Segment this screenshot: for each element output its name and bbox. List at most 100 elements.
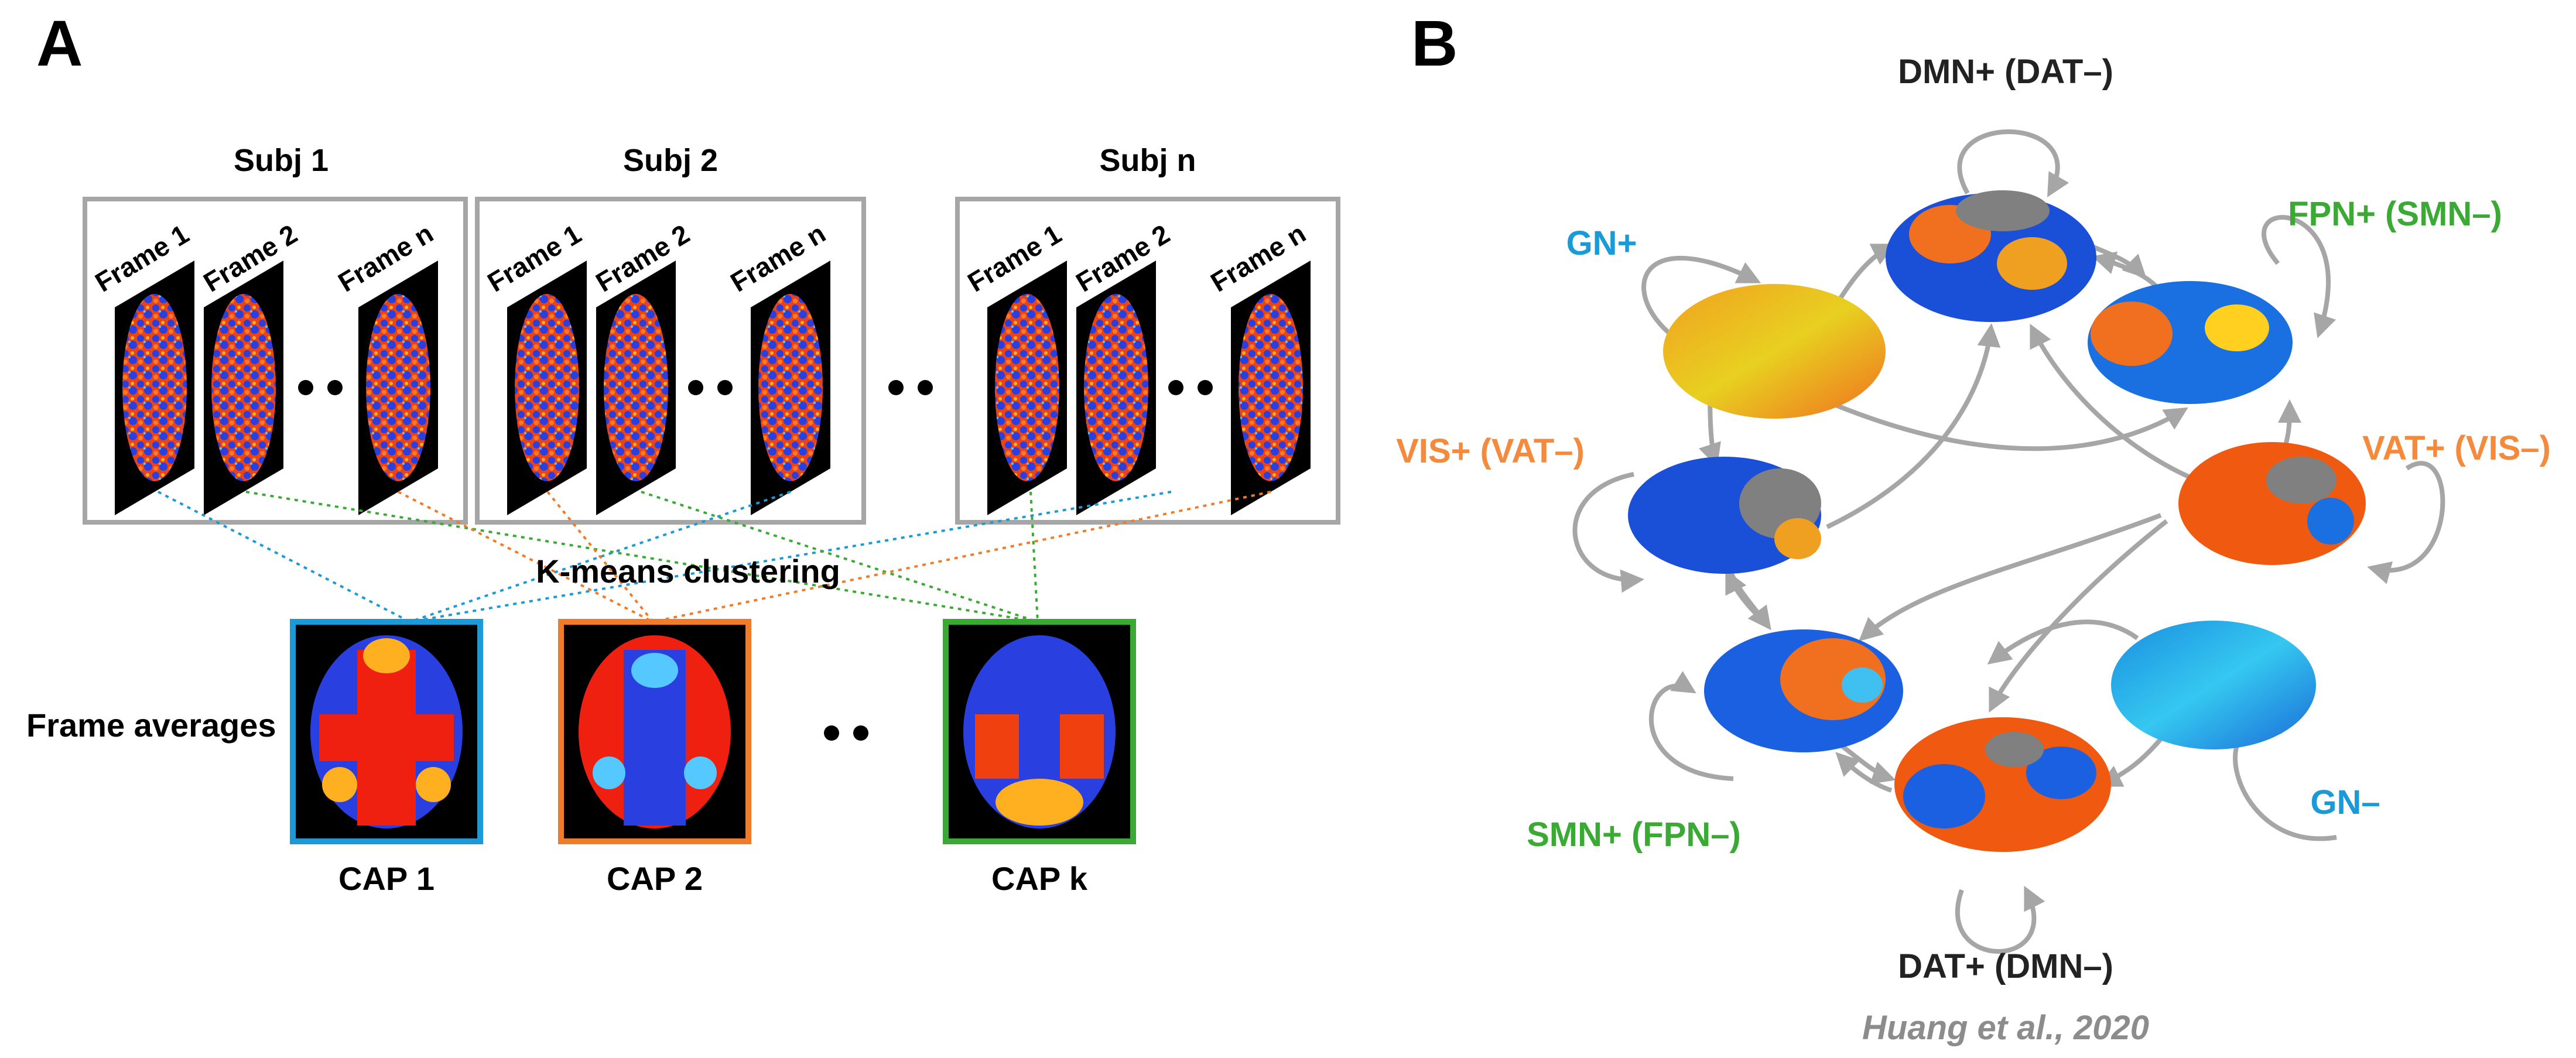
assignment-line-orange	[398, 491, 654, 623]
ellipsis-dot	[853, 725, 868, 741]
frame-slices-subject-1	[115, 261, 438, 515]
self-loop-arrow	[1648, 671, 1734, 781]
cap-brain	[963, 635, 1116, 828]
transition-arrows	[1572, 129, 2445, 954]
brain-vis	[1628, 457, 1821, 574]
brain-fpn-region	[2091, 302, 2173, 366]
brain-gn-minus-shape	[2111, 621, 2316, 749]
frame-brain	[604, 294, 668, 481]
ellipsis-dot	[327, 380, 343, 395]
self-loop-arrow	[2262, 215, 2336, 338]
cap-k-label: CAP k	[991, 860, 1088, 897]
state-label-gn-plus: GN+	[1566, 224, 1637, 262]
assignment-line-green	[245, 491, 1038, 623]
frame-brain	[995, 294, 1059, 481]
clustering-label: K-means clustering	[536, 553, 840, 590]
state-label-dat: DAT+ (DMN–)	[1898, 947, 2113, 985]
assignment-line-green	[1029, 491, 1039, 622]
assignment-line-blue	[409, 491, 791, 623]
brain-vat-region	[2307, 498, 2354, 545]
frame-brain	[122, 294, 187, 481]
transition-arrow	[1859, 513, 2162, 642]
assignment-line-orange	[546, 491, 654, 623]
brain-vat-region	[2266, 457, 2336, 504]
frame-slices-subject-2	[507, 261, 830, 515]
assignment-line-blue	[409, 491, 1172, 623]
state-label-gn-minus: GN–	[2310, 783, 2380, 821]
cap-pattern	[593, 756, 625, 789]
subject-title-2: Subj 2	[623, 143, 718, 178]
panel-b-label: B	[1411, 8, 1458, 80]
transition-arrow	[1987, 619, 2139, 665]
state-label-vat: VAT+ (VIS–)	[2362, 429, 2551, 467]
brain-vis-region	[1774, 518, 1821, 559]
brain-smn-region	[1842, 667, 1883, 703]
ellipsis-dot	[888, 380, 904, 395]
transition-arrow	[1989, 519, 2168, 713]
frame-brain	[1084, 294, 1148, 481]
transition-arrow	[1826, 323, 2001, 529]
cap-k	[943, 619, 1136, 844]
ellipsis-dot	[688, 380, 703, 395]
frame-brain	[366, 294, 430, 481]
frame-brain	[515, 294, 579, 481]
cap-pattern	[363, 638, 410, 673]
transition-arrow	[1835, 752, 1893, 793]
brain-dmn-region	[1956, 190, 2050, 231]
transition-arrow	[1725, 569, 1770, 628]
frame-brain	[1239, 294, 1303, 481]
self-loop-arrow	[1957, 129, 2069, 197]
ellipsis-dot	[1168, 380, 1183, 395]
panel-a-label: A	[36, 8, 83, 80]
subject-box-1	[83, 197, 468, 525]
brain-dmn-region	[1997, 237, 2067, 290]
brain-gn-plus	[1663, 284, 1886, 419]
ellipsis-dot	[1198, 380, 1213, 395]
brain-dat-region	[1903, 764, 1985, 828]
cap-pattern	[975, 714, 1019, 779]
brain-dat-region	[2026, 747, 2096, 799]
transition-arrow	[1837, 741, 1896, 784]
subject-title-3: Subj n	[1100, 143, 1196, 178]
transition-arrow	[2098, 730, 2169, 787]
self-loop-arrow	[1955, 885, 2045, 954]
state-label-vis: VIS+ (VAT–)	[1396, 432, 1585, 470]
brain-fpn	[2088, 281, 2293, 404]
citation: Huang et al., 2020	[1862, 1009, 2149, 1047]
brain-gn-minus	[2111, 621, 2316, 749]
ellipsis-dot	[918, 380, 933, 395]
state-label-smn: SMN+ (FPN–)	[1527, 816, 1741, 854]
cap-1-label: CAP 1	[338, 860, 435, 897]
brain-dat	[1894, 717, 2111, 852]
ellipsis-dot	[717, 380, 733, 395]
ellipsis-dot	[298, 380, 313, 395]
self-loop-arrow	[1572, 472, 1644, 593]
self-loop-arrow	[1641, 255, 1761, 348]
cluster-assignment-lines	[158, 491, 1271, 623]
brain-vat	[2178, 442, 2366, 565]
state-label-fpn: FPN+ (SMN–)	[2288, 195, 2502, 233]
frame-brain	[211, 294, 276, 481]
brain-smn	[1704, 629, 1903, 752]
cap-pattern	[684, 756, 717, 789]
cap-1	[290, 619, 483, 844]
state-label-dmn: DMN+ (DAT–)	[1898, 53, 2113, 91]
frame-slices-subject-n	[987, 261, 1311, 515]
cap-pattern	[995, 779, 1083, 826]
cap-pattern	[319, 714, 454, 761]
subject-box-2	[475, 197, 866, 525]
ellipsis-dot	[824, 725, 839, 741]
brain-gn-plus-shape	[1663, 284, 1886, 419]
transition-arrow	[1832, 402, 2188, 451]
self-loop-arrow	[2367, 461, 2445, 584]
cap-pattern	[631, 653, 678, 688]
assignment-line-orange	[652, 491, 1271, 623]
brain-fpn-region	[2205, 304, 2269, 351]
brain-dat-region	[1985, 732, 2044, 767]
cap-2	[558, 619, 751, 844]
cap-2-label: CAP 2	[607, 860, 703, 897]
brain-dmn	[1886, 190, 2096, 322]
assignment-line-blue	[158, 491, 410, 623]
assignment-line-green	[641, 491, 1038, 623]
